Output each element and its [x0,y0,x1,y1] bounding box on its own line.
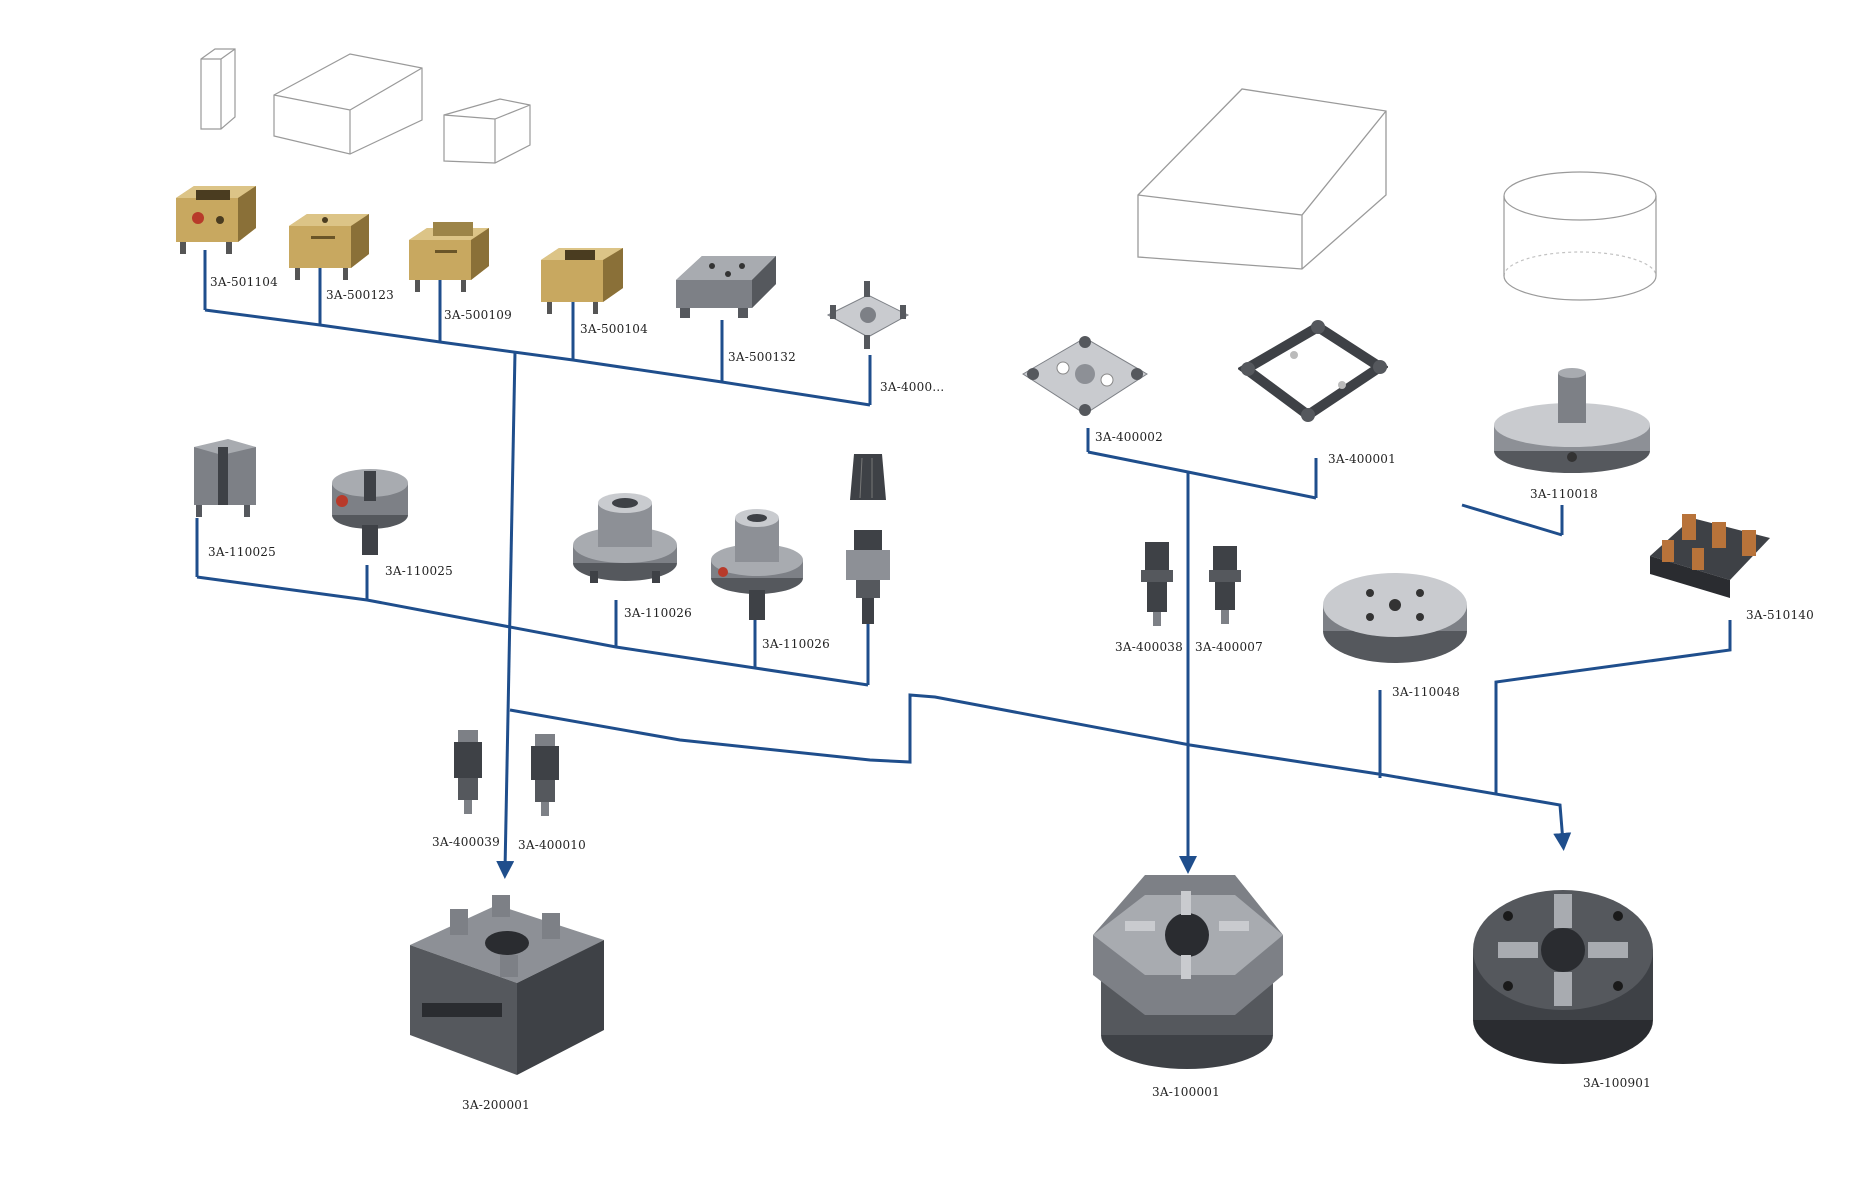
part-label: 3A-500132 [728,350,796,364]
part-label: 3A-510140 [1746,608,1814,622]
part-label: 3A-110025 [385,564,453,578]
part-label: 3A-110026 [762,637,830,651]
part-label: 3A-400010 [518,838,586,852]
workpiece-outline-cylinder [1503,171,1657,301]
part-label: 3A-110048 [1392,685,1460,699]
vise-501104-image [176,186,256,254]
part-label: 3A-400007 [1195,640,1263,654]
part-label: 3A-500104 [580,322,648,336]
vise-510140-image [1650,514,1770,598]
pallet-4000-image [826,281,910,349]
holder-110025-a-image [194,439,256,517]
chuck-100001-image [1093,875,1283,1069]
vise-500104-image [541,248,623,314]
part-label: 3A-4000… [880,380,945,394]
part-label: 3A-500123 [326,288,394,302]
chuck-200001-image [410,895,604,1075]
part-label: 3A-400001 [1328,452,1396,466]
vise-500109-image [409,222,489,292]
part-label: 3A-100001 [1152,1085,1220,1099]
connector-line [1087,450,1317,500]
workpiece-outline-large-block [1137,88,1387,270]
collet-holder-image [846,454,890,624]
plate-110048-image [1323,573,1467,663]
part-label: 3A-400038 [1115,640,1183,654]
part-label: 3A-100901 [1583,1076,1651,1090]
connector-line [1494,620,1732,795]
connector-line [1461,503,1563,537]
connector-line [204,308,871,407]
workpiece-outline-tall [200,48,236,130]
part-label: 3A-110025 [208,545,276,559]
pin-400007-image [1209,546,1241,624]
pallet-400001-image [1238,320,1388,422]
workpiece-outline-block-a [273,53,423,155]
pallet-400002-image [1022,336,1148,416]
holder-110026-a-image [573,493,677,583]
chuck-110018-image [1494,368,1650,473]
chuck-100901-image [1473,890,1653,1064]
pin-400038-image [1141,542,1173,626]
part-label: 3A-400002 [1095,430,1163,444]
part-label: 3A-500109 [444,308,512,322]
part-label: 3A-110026 [624,606,692,620]
plate-500132-image [676,256,776,318]
part-label: 3A-200001 [462,1098,530,1112]
pin-400010-image [531,734,559,816]
holder-110026-b-image [711,509,803,620]
workpiece-outline-block-b [443,98,531,164]
part-label: 3A-110018 [1530,487,1598,501]
connector-line [196,575,869,687]
pin-400039-image [454,730,482,814]
vise-500123-image [289,214,369,280]
part-label: 3A-400039 [432,835,500,849]
connector-line [496,351,517,879]
part-label: 3A-501104 [210,275,278,289]
connector-group [195,250,1732,879]
holder-110025-b-image [332,469,408,555]
connector-line [509,693,1572,851]
